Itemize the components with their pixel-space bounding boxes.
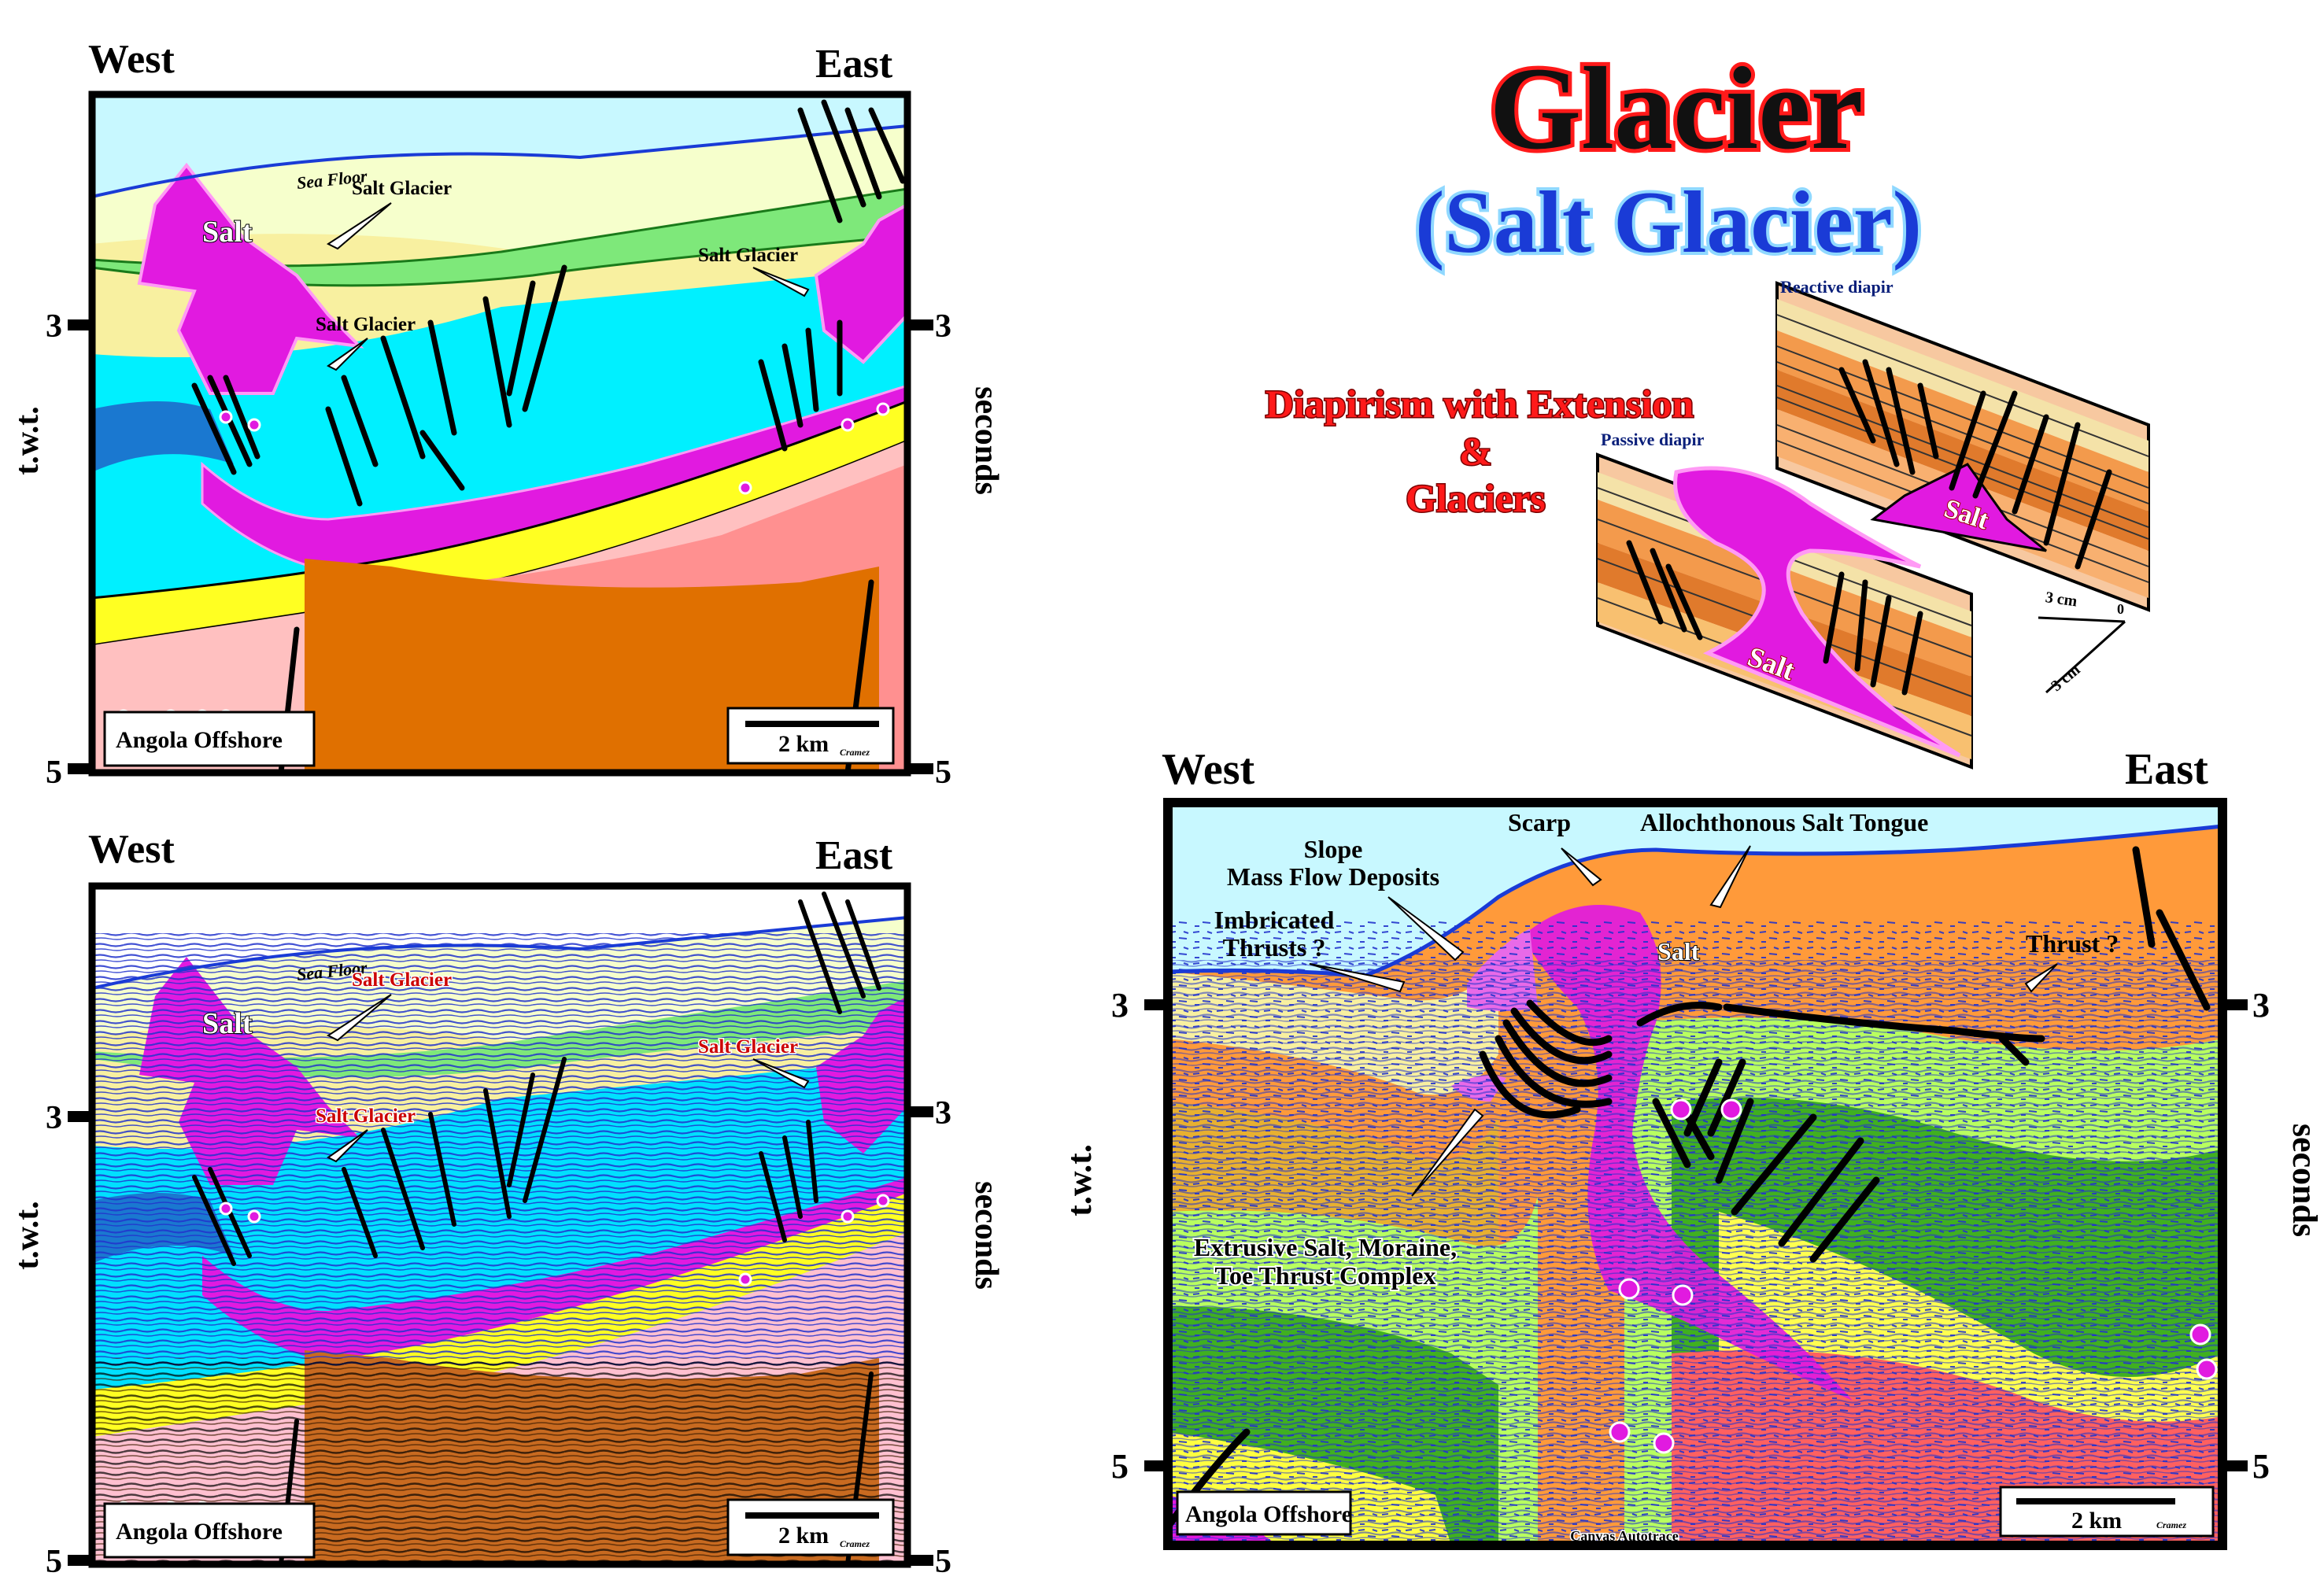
panel-c-imbricated-1: Imbricated: [1214, 906, 1335, 934]
panel-c-thrust: Thrust ?: [2026, 929, 2119, 958]
panel-b-axis: 3 5 3 5 t.w.t. seconds: [9, 1095, 1004, 1580]
panel-b-scale: 2 km: [778, 1523, 829, 1549]
block-scale: 3 cm 3 cm 0: [2038, 589, 2126, 695]
panel-a-location: Angola Offshore: [116, 727, 283, 753]
title-glacier: Glacier: [1490, 43, 1864, 174]
panel-autotrace: West East: [1060, 745, 2324, 1550]
reactive-diapir-block: Reactive diapir Salt: [1775, 277, 2150, 612]
panel-c-tick-3-right: 3: [2252, 986, 2270, 1024]
panel-b-glacier-1: Salt Glacier: [352, 969, 452, 991]
panel-a-scale: 2 km: [778, 731, 829, 757]
panel-b-location: Angola Offshore: [116, 1519, 283, 1545]
panel-b-seconds-label: seconds: [968, 1181, 1004, 1290]
panel-c-tick-3-left: 3: [1111, 986, 1129, 1024]
panel-c-axis: 3 5 3 5 t.w.t. seconds: [1060, 986, 2324, 1486]
panel-b-tick-5-left: 5: [46, 1544, 62, 1580]
passive-diapir-block: Passive diapir Salt: [1596, 430, 1973, 770]
panel-c-west-label: West: [1162, 745, 1255, 794]
panel-b-tick-3-left: 3: [46, 1100, 62, 1136]
panel-b-twt-label: t.w.t.: [9, 1201, 46, 1270]
panel-interpretation: West East: [9, 37, 1004, 791]
panel-c-location: Angola Offshore: [1185, 1501, 1352, 1527]
panel-c-tick-5-left: 5: [1111, 1447, 1129, 1486]
title-salt-glacier: (Salt Glacier): [1415, 174, 1922, 271]
main-title: Glacier (Salt Glacier): [1412, 39, 1925, 275]
panel-c-extrusive-2: Toe Thrust Complex: [1215, 1261, 1436, 1290]
panel-a-tick-3-left: 3: [46, 308, 62, 345]
panel-c-credit: Cramez: [2156, 1519, 2186, 1530]
panel-c-salt-label: Salt: [1657, 937, 1700, 965]
panel-b-tick-3-right: 3: [935, 1095, 951, 1131]
panel-a-glacier-3: Salt Glacier: [698, 245, 798, 266]
passive-diapir-label: Passive diapir: [1601, 430, 1705, 449]
panel-b-section: Sea Floor Salt Salt Glacier Salt Glacier…: [92, 886, 907, 1564]
diapirism-caption-line3: Glaciers: [1406, 476, 1546, 520]
panel-c-scarp: Scarp: [1508, 808, 1571, 836]
panel-a-credit: Cramez: [840, 747, 870, 758]
panel-c-slope-2: Mass Flow Deposits: [1227, 862, 1439, 891]
panel-a-glacier-1: Salt Glacier: [352, 178, 452, 199]
panel-a-east-label: East: [815, 42, 893, 87]
panel-b-credit: Cramez: [840, 1538, 870, 1549]
panel-c-tongue: Allochthonous Salt Tongue: [1640, 808, 1928, 836]
reactive-diapir-label: Reactive diapir: [1780, 277, 1894, 297]
panel-a-tick-3-right: 3: [935, 308, 951, 345]
panel-c-scale: 2 km: [2071, 1508, 2122, 1534]
panel-b-tick-5-right: 5: [935, 1544, 951, 1580]
panel-c-tick-5-right: 5: [2252, 1447, 2270, 1486]
panel-c-autotrace: Canvas Autotrace: [1570, 1528, 1679, 1544]
scale-label-a: 3 cm: [2045, 589, 2079, 610]
panel-a-twt-label: t.w.t.: [9, 406, 46, 475]
panel-c-seconds-label: seconds: [2285, 1124, 2324, 1237]
panel-c-section: Scarp Allochthonous Salt Tongue Slope Ma…: [1168, 803, 2222, 1545]
panel-a-seconds-label: seconds: [968, 386, 1004, 495]
panel-c-twt-label: t.w.t.: [1060, 1144, 1099, 1216]
panel-a-tick-5-left: 5: [46, 755, 62, 791]
panel-a-glacier-2: Salt Glacier: [316, 314, 416, 335]
scale-label-zero: 0: [2117, 601, 2124, 617]
panel-c-slope-1: Slope: [1304, 835, 1363, 863]
panel-c-extrusive-1: Extrusive Salt, Moraine,: [1194, 1233, 1457, 1261]
panel-a-salt-label: Salt: [202, 216, 253, 249]
panel-a-tick-5-right: 5: [935, 755, 951, 791]
scale-label-b: 3 cm: [2048, 661, 2083, 695]
panel-b-glacier-2: Salt Glacier: [316, 1106, 416, 1127]
panel-seismic-overlay: West East: [9, 827, 1004, 1580]
diapirism-caption-line2: &: [1459, 429, 1492, 473]
panel-b-east-label: East: [815, 833, 893, 878]
panel-a-west-label: West: [88, 37, 175, 82]
panel-c-east-label: East: [2125, 745, 2208, 794]
panel-b-west-label: West: [88, 827, 175, 872]
panel-b-salt-label: Salt: [202, 1007, 253, 1040]
panel-a-axis: 3 5 3 5 t.w.t. seconds: [9, 308, 1004, 791]
panel-a-section: Sea Floor Salt Salt Glacier Salt Glacier…: [92, 94, 907, 773]
panel-c-imbricated-2: Thrusts ?: [1223, 933, 1326, 962]
panel-b-glacier-3: Salt Glacier: [698, 1036, 798, 1058]
diapirism-caption-line1: Diapirism with Extension: [1265, 382, 1694, 426]
diapirism-block-diagrams: Diapirism with Extension & Glaciers Reac…: [1264, 277, 2150, 770]
